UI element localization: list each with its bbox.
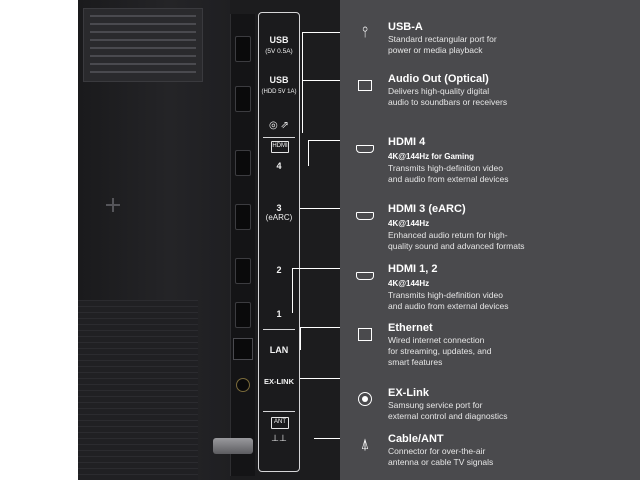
leader-line-ant (314, 438, 340, 440)
vent-grille (78, 300, 198, 480)
usb1-label: USB (269, 35, 289, 45)
leader-line-optical (302, 80, 341, 127)
leader-line-hdmi3 (300, 208, 340, 210)
usb-icon: ⫯ (361, 24, 369, 41)
feature-subtitle: 4K@144Hz (388, 279, 430, 288)
leader-line-hdmi12 (292, 268, 341, 313)
feature-title: HDMI 4 (388, 136, 426, 148)
strip-divider (263, 329, 295, 330)
feature-subtitle: 4K@144Hz (388, 219, 430, 228)
strip-divider (263, 411, 295, 412)
hdmi-icon (354, 204, 376, 226)
leader-line-exlink (300, 378, 341, 395)
hdmi-game-icon: HDMI (271, 141, 289, 153)
feature-desc: Transmits high-definition video (388, 163, 503, 173)
feature-desc: for streaming, updates, and (388, 346, 492, 356)
usb-port-2 (235, 86, 251, 112)
feature-antenna: ⍋ Cable/ANT Connector for over-the-air a… (340, 432, 640, 472)
feature-desc: and audio from external devices (388, 301, 509, 311)
ethernet-icon (354, 323, 376, 345)
tv-ports-photo: USB (5V 0.5A) USB (HDD 5V 1A) ◎ ⇗ HDMI 4… (78, 0, 341, 480)
optical-audio-icon: ◎ ⇗ (269, 120, 289, 131)
feature-hdmi4: HDMI 4 4K@144Hz for Gaming Transmits hig… (340, 135, 640, 184)
hdmi4-label: 4 (276, 161, 282, 171)
feature-desc: antenna or cable TV signals (388, 457, 494, 467)
hdmi-port-3 (235, 204, 251, 230)
ex-link-port (236, 378, 250, 392)
feature-title: Ethernet (388, 322, 433, 334)
feature-desc: Enhanced audio return for high- (388, 230, 508, 240)
port-rail (213, 14, 255, 476)
hdmi-port-2 (235, 258, 251, 284)
feature-desc: Connector for over-the-air (388, 446, 486, 456)
hdmi3-label: 3 (276, 203, 282, 213)
usb2-rating: (HDD 5V 1A) (261, 89, 297, 95)
lan-label: LAN (269, 345, 289, 355)
feature-subtitle: 4K@144Hz for Gaming (388, 152, 475, 161)
antenna-icon: ⍋ (360, 436, 370, 453)
hdmi-port-4 (235, 150, 251, 176)
feature-desc: Samsung service port for (388, 400, 483, 410)
hdmi-icon (354, 137, 376, 159)
feature-desc: and audio from external devices (388, 174, 509, 184)
rating-label-sticker (83, 8, 203, 82)
optical-audio-icon (354, 74, 376, 96)
hdmi3-tag: (eARC) (265, 213, 293, 222)
feature-desc: Delivers high-quality digital (388, 86, 490, 96)
screw-mark-icon (106, 198, 120, 212)
feature-title: EX-Link (388, 387, 429, 399)
feature-desc: smart features (388, 357, 443, 367)
feature-hdmi3: HDMI 3 (eARC) 4K@144Hz Enhanced audio re… (340, 202, 640, 251)
feature-desc: Transmits high-definition video (388, 290, 503, 300)
hdmi-icon (354, 264, 376, 286)
lan-port (233, 338, 253, 360)
feature-description-panel: ⫯ USB-A Standard rectangular port for po… (340, 0, 640, 480)
tv-back-panel (78, 0, 230, 480)
usb-port-1 (235, 36, 251, 62)
feature-hdmi12: HDMI 1, 2 4K@144Hz Transmits high-defini… (340, 262, 640, 311)
leader-line-ethernet (300, 327, 341, 350)
feature-exlink: EX-Link Samsung service port for externa… (340, 386, 640, 426)
usb2-label: USB (269, 75, 289, 85)
feature-title: HDMI 3 (eARC) (388, 203, 466, 215)
feature-desc: Wired internet connection (388, 335, 485, 345)
leader-line-hdmi4 (308, 140, 341, 166)
ex-link-label: EX-LINK (264, 377, 294, 386)
antenna-symbol-icon: ⊥⊥ (271, 433, 287, 443)
feature-title: Audio Out (Optical) (388, 73, 489, 85)
feature-title: HDMI 1, 2 (388, 263, 438, 275)
feature-desc: quality sound and advanced formats (388, 241, 525, 251)
feature-optical: Audio Out (Optical) Delivers high-qualit… (340, 72, 640, 112)
port-label-strip: USB (5V 0.5A) USB (HDD 5V 1A) ◎ ⇗ HDMI 4… (258, 12, 300, 472)
ant-label-box: ANT (271, 417, 289, 429)
ex-link-icon (354, 388, 376, 410)
feature-desc: external control and diagnostics (388, 411, 508, 421)
feature-desc: Standard rectangular port for (388, 34, 497, 44)
feature-usb: ⫯ USB-A Standard rectangular port for po… (340, 20, 640, 60)
antenna-connector (213, 438, 253, 454)
feature-title: Cable/ANT (388, 433, 444, 445)
feature-desc: audio to soundbars or receivers (388, 97, 508, 107)
usb1-rating: (5V 0.5A) (265, 48, 293, 55)
strip-divider (263, 137, 295, 138)
feature-title: USB-A (388, 21, 423, 33)
feature-desc: power or media playback (388, 45, 483, 55)
feature-ethernet: Ethernet Wired internet connection for s… (340, 321, 640, 371)
hdmi-port-1 (235, 302, 251, 328)
hdmi1-label: 1 (276, 309, 282, 319)
hdmi2-label: 2 (276, 265, 282, 275)
